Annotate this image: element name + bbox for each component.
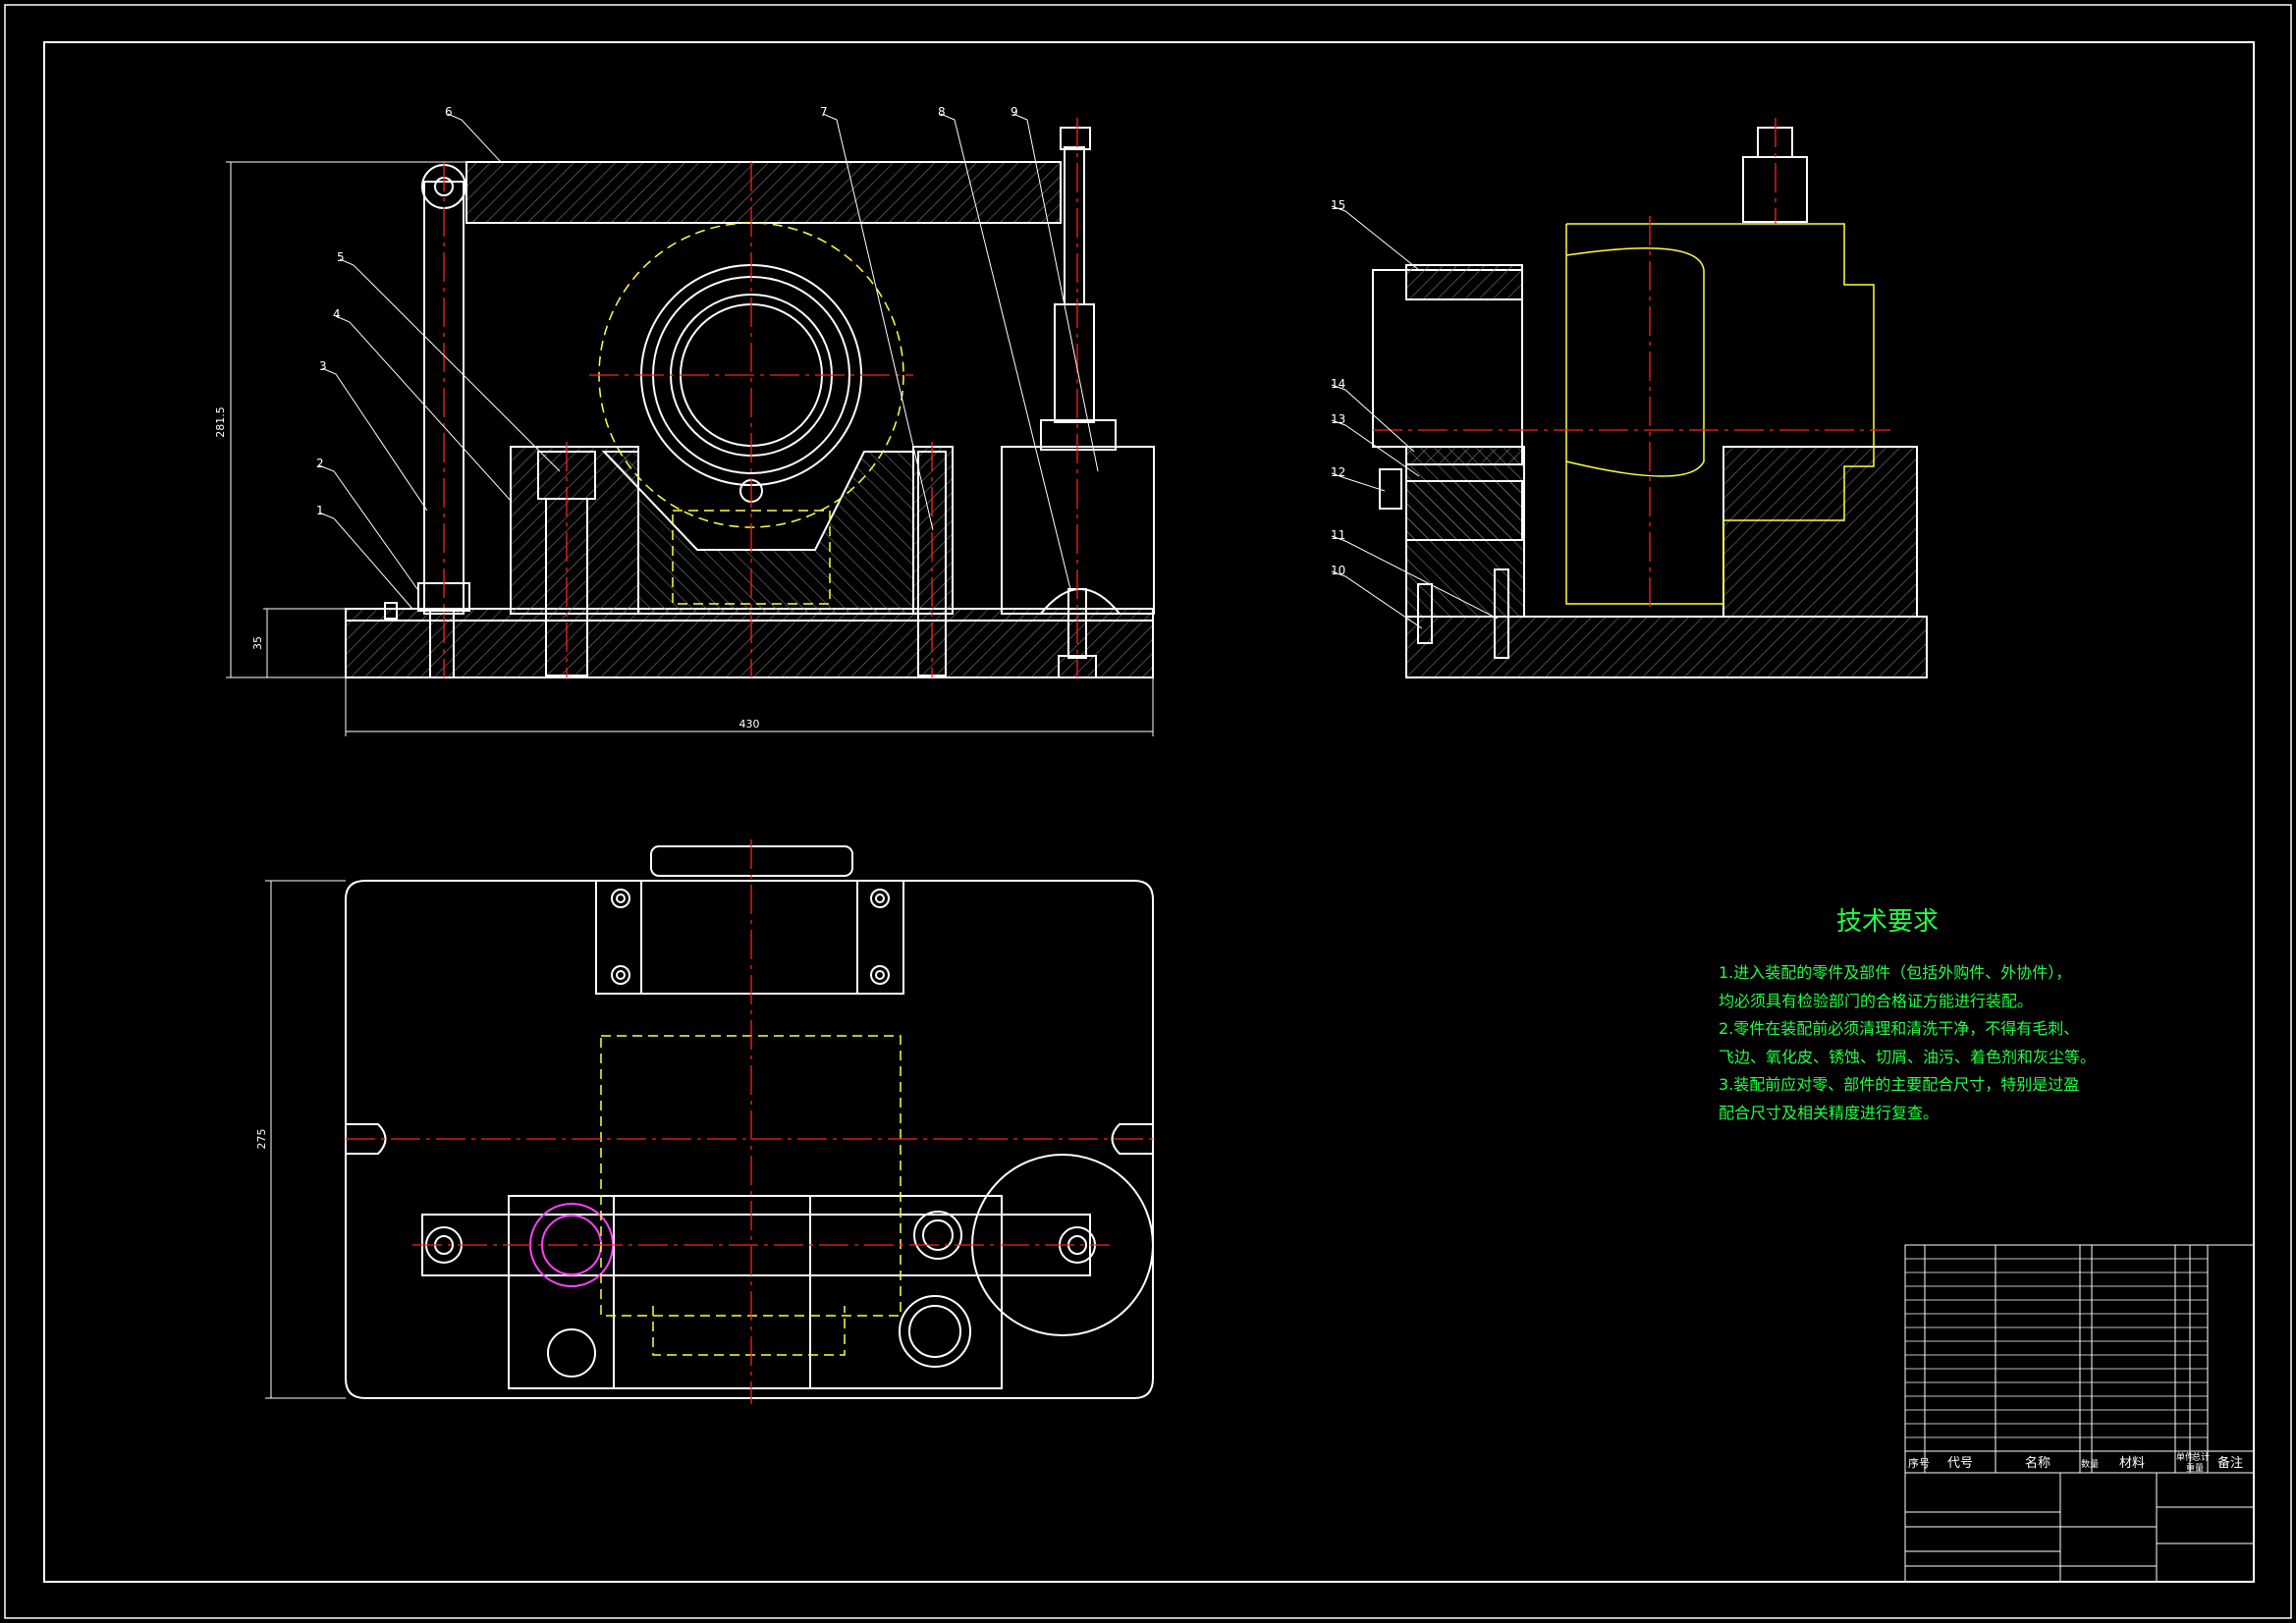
svg-text:4: 4 <box>333 307 341 321</box>
dim-overall-width: 430 <box>739 718 760 730</box>
svg-text:数量: 数量 <box>2081 1458 2099 1470</box>
svg-text:1: 1 <box>316 504 324 517</box>
svg-text:14: 14 <box>1331 377 1345 391</box>
svg-text:备注: 备注 <box>2217 1455 2243 1471</box>
svg-text:材料: 材料 <box>2119 1456 2145 1471</box>
svg-text:代号: 代号 <box>1947 1456 1973 1471</box>
svg-text:总计: 总计 <box>2192 1451 2210 1463</box>
svg-text:单件: 单件 <box>2176 1451 2194 1463</box>
requirement-line-3: 2.零件在装配前必须清理和清洗干净，不得有毛刺、 <box>1719 1019 2080 1038</box>
svg-text:8: 8 <box>938 105 946 119</box>
svg-text:序号: 序号 <box>1908 1456 1930 1470</box>
side-callout-numbers: 10 11 12 13 14 15 <box>1331 198 1345 577</box>
plan-view-centerlines <box>346 839 1153 1404</box>
requirement-line-2: 均必须具有检验部门的合格证方能进行装配。 <box>1719 991 2034 1010</box>
dim-overall-height: 281.5 <box>214 406 227 438</box>
svg-text:10: 10 <box>1331 564 1345 577</box>
requirement-line-5: 3.装配前应对零、部件的主要配合尺寸，特别是过盈 <box>1719 1075 2080 1094</box>
svg-text:15: 15 <box>1331 198 1345 212</box>
requirement-line-1: 1.进入装配的零件及部件（包括外购件、外协件）， <box>1719 963 2072 982</box>
svg-text:重量: 重量 <box>2186 1462 2204 1474</box>
part-callout-numbers: 1 2 3 4 5 6 7 8 9 <box>316 105 1018 517</box>
svg-text:名称: 名称 <box>2025 1455 2050 1471</box>
requirement-line-6: 配合尺寸及相关精度进行复查。 <box>1719 1103 1940 1122</box>
side-callout-leaders <box>1331 205 1499 629</box>
sheet-border <box>4 4 2292 1619</box>
svg-text:11: 11 <box>1331 528 1345 542</box>
svg-text:7: 7 <box>820 105 828 119</box>
bom-rows <box>1905 1258 2208 1438</box>
front-view-dimensions <box>226 161 1154 736</box>
technical-requirements: 技术要求 1.进入装配的零件及部件（包括外购件、外协件）， 均必须具有检验部门的… <box>1719 901 2096 1127</box>
requirement-line-4: 飞边、氧化皮、锈蚀、切屑、油污、着色剂和灰尘等。 <box>1719 1047 2097 1066</box>
dim-plan-depth: 275 <box>255 1129 268 1150</box>
bom-header-text: 序号 代号 名称 数量 材料 单件 总计 重量 备注 <box>1908 1451 2243 1474</box>
dim-base-height: 35 <box>251 636 264 650</box>
plan-view-dimensions <box>265 880 346 1399</box>
svg-text:13: 13 <box>1331 412 1345 426</box>
front-view <box>345 127 1155 678</box>
svg-text:9: 9 <box>1011 105 1018 119</box>
svg-text:6: 6 <box>445 105 453 119</box>
callout-leaders <box>318 113 1099 610</box>
front-view-centerlines <box>443 118 1078 677</box>
svg-text:2: 2 <box>316 457 324 470</box>
side-view <box>1372 127 1928 678</box>
svg-text:3: 3 <box>319 359 327 373</box>
side-view-hidden-lines <box>1565 223 1875 605</box>
bom-table <box>1904 1244 2255 1583</box>
svg-text:5: 5 <box>337 250 345 264</box>
svg-text:12: 12 <box>1331 465 1345 479</box>
technical-requirements-title: 技术要求 <box>1836 907 1940 937</box>
side-view-centerlines <box>1373 118 1890 609</box>
